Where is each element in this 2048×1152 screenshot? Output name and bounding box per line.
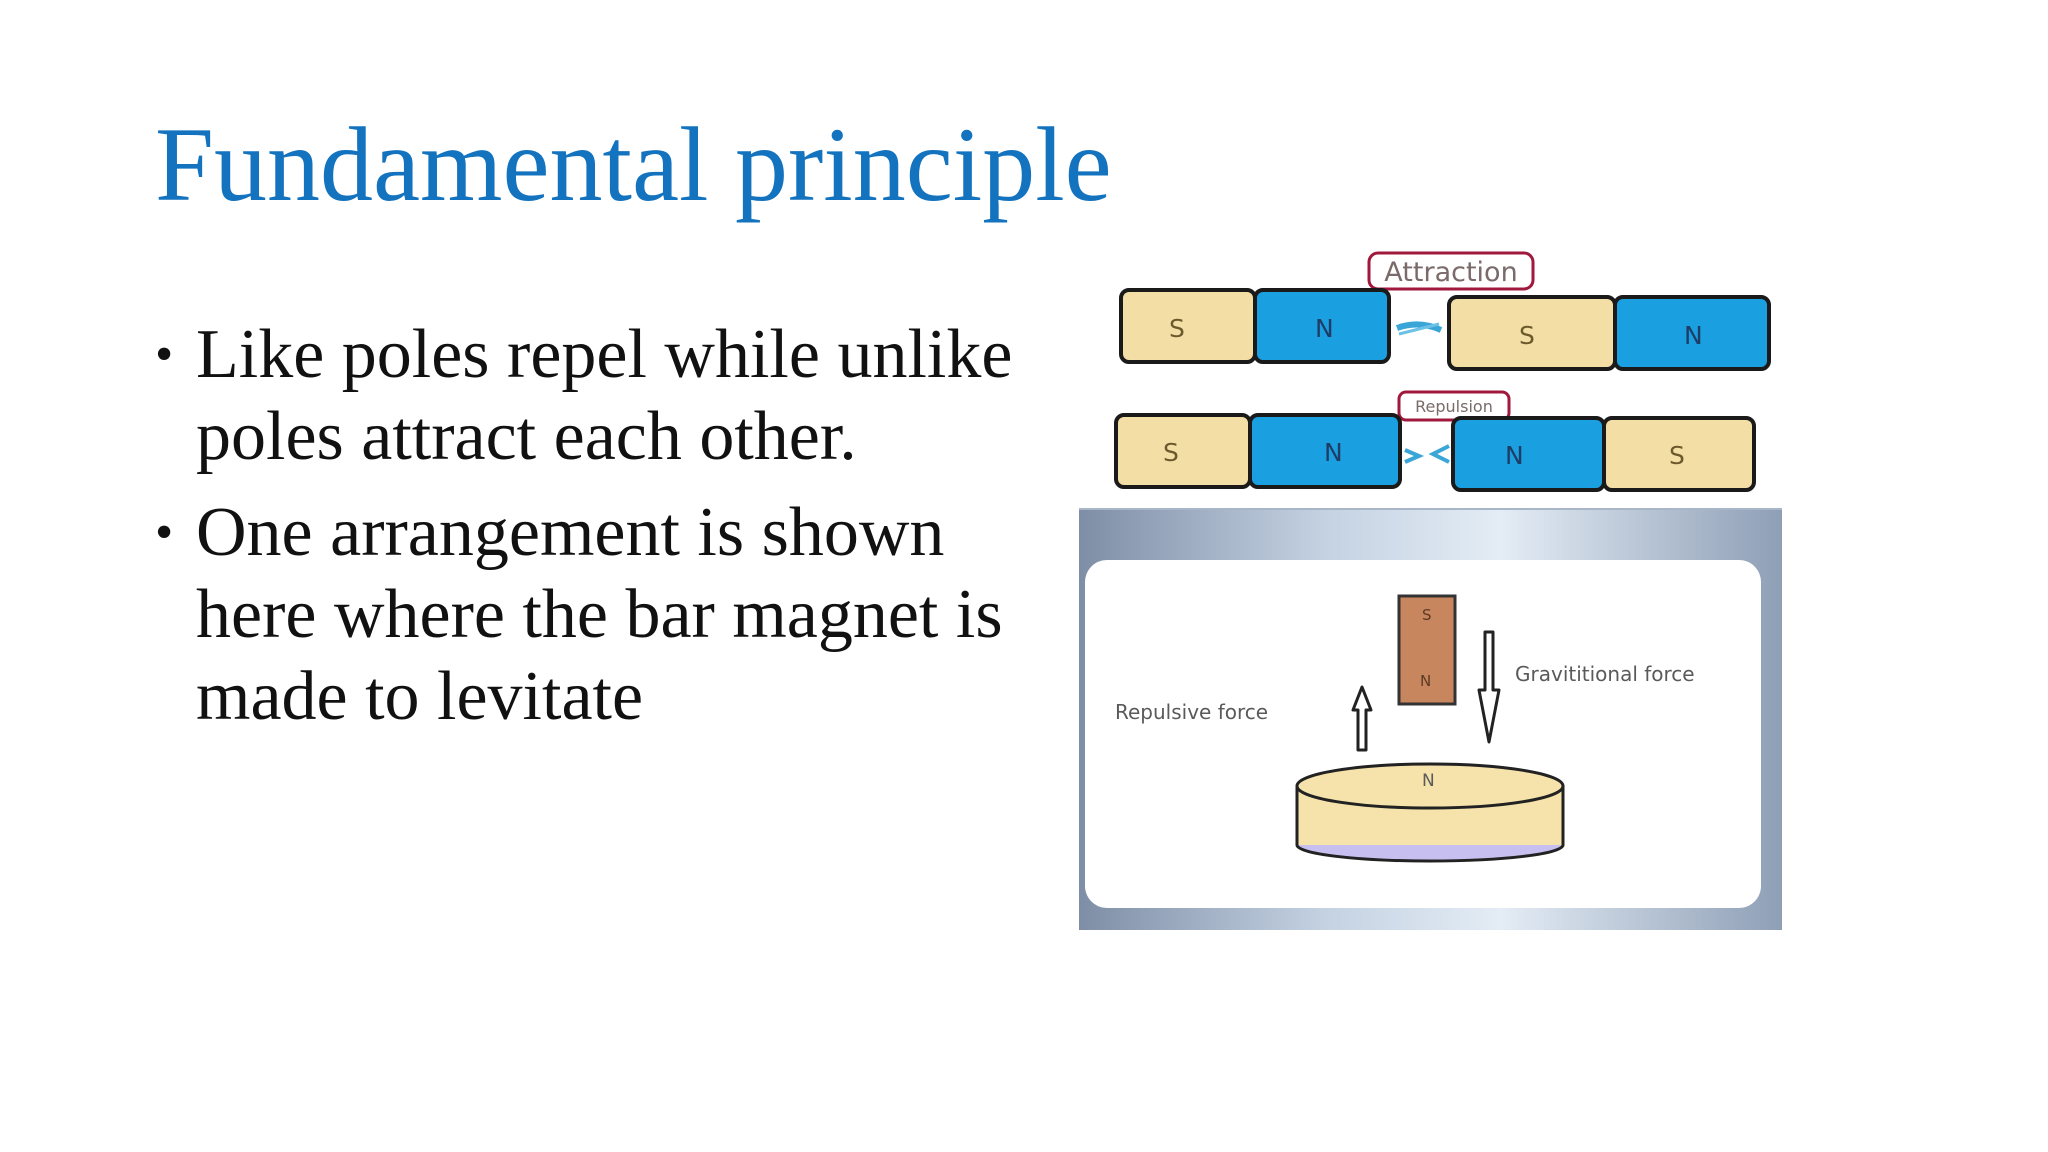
magnet-north-pole	[1613, 295, 1771, 371]
magnet-north-pole	[1248, 413, 1402, 489]
pole-label: N	[1505, 441, 1524, 470]
bullet-text: Like poles repel while unlike poles attr…	[196, 316, 1013, 475]
repulsion-field-icon	[1404, 444, 1450, 464]
magnet-row-2: S N N S	[1114, 413, 1756, 492]
attraction-label-box	[1367, 251, 1535, 291]
bullet-dot-icon: •	[155, 326, 174, 383]
pole-label: S	[1669, 441, 1685, 470]
bar-magnet-bottom-pole: N	[1420, 672, 1431, 690]
pole-label: S	[1169, 314, 1185, 343]
bullet-item: • Like poles repel while unlike poles at…	[150, 314, 1030, 478]
magnet-north-pole	[1451, 416, 1606, 492]
magnet-row-1: S N S N	[1119, 288, 1771, 371]
bar-magnet-top-pole: S	[1422, 606, 1432, 624]
pole-label: N	[1324, 438, 1343, 467]
attraction-label: Attraction	[1384, 257, 1517, 288]
disc-magnet-top	[1295, 762, 1565, 810]
magnet-diagram-svg: Attraction S N S N Repulsion S N N S	[1079, 250, 1782, 930]
magnet-south-pole	[1602, 416, 1756, 492]
bar-magnet	[1397, 594, 1457, 706]
pole-label: S	[1163, 438, 1179, 467]
levitation-setup: S N Repulsive force Gravititional force …	[1115, 594, 1695, 863]
gravitational-force-arrow-icon	[1477, 630, 1501, 744]
repulsive-force-arrow-icon	[1351, 685, 1373, 752]
pole-label: N	[1315, 314, 1334, 343]
bullet-dot-icon: •	[155, 504, 174, 561]
bullet-list: • Like poles repel while unlike poles at…	[150, 314, 1030, 752]
disc-magnet-pole: N	[1422, 771, 1435, 791]
slide-title: Fundamental principle	[155, 106, 1112, 223]
magnet-diagram: Attraction S N S N Repulsion S N N S	[1079, 250, 1782, 930]
gravitational-force-label: Gravititional force	[1515, 662, 1695, 686]
bullet-text: One arrangement is shown here where the …	[196, 494, 1003, 735]
bullet-item: • One arrangement is shown here where th…	[150, 492, 1030, 738]
magnet-south-pole	[1114, 413, 1252, 489]
pole-label: S	[1519, 321, 1535, 350]
bottom-panel	[1085, 560, 1761, 908]
attraction-field-line	[1398, 322, 1440, 336]
magnet-north-pole	[1253, 288, 1391, 364]
repulsion-label: Repulsion	[1415, 397, 1493, 416]
attraction-field-icon	[1395, 321, 1443, 333]
magnet-south-pole	[1119, 288, 1257, 364]
pole-label: N	[1684, 321, 1703, 350]
repulsive-force-label: Repulsive force	[1115, 700, 1268, 724]
